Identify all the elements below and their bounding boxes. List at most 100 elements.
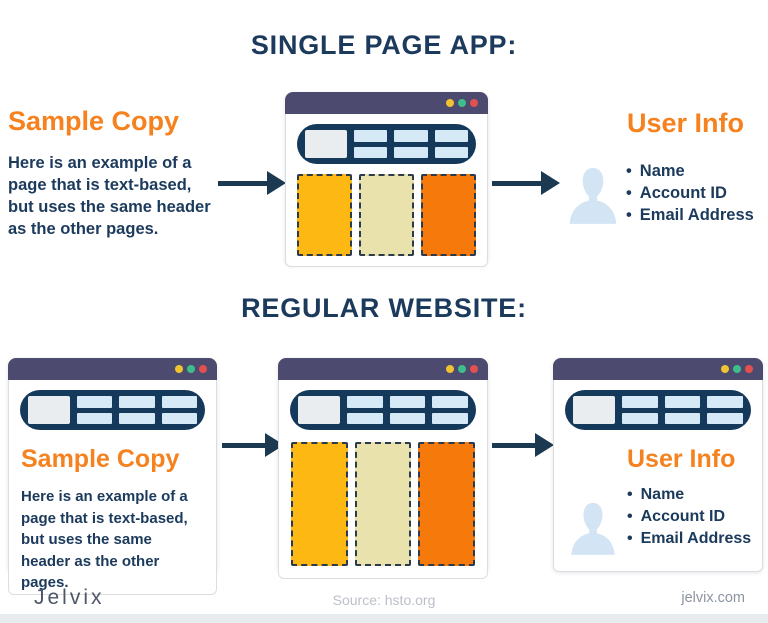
arrow-shaft — [222, 442, 265, 448]
spa-sample-copy-block: Sample Copy Here is an example of a page… — [8, 106, 220, 240]
person-icon — [571, 502, 615, 555]
regular-browser-user-info: User Info Name Account ID Email Address — [553, 358, 763, 572]
nav-logo-block — [28, 396, 70, 424]
spa-browser-window — [285, 92, 488, 267]
browser-body: User Info Name Account ID Email Address — [553, 380, 763, 572]
nav-menu-bar — [394, 130, 428, 142]
nav-menu-bar — [354, 130, 388, 142]
user-info-heading: User Info — [627, 445, 736, 473]
arrow-head — [535, 433, 554, 457]
sample-copy-body: Here is an example of a page that is tex… — [8, 154, 211, 238]
window-button-red-icon — [470, 99, 478, 107]
regular-browser-blocks — [278, 358, 488, 579]
nav-menu-bar — [77, 412, 113, 424]
window-buttons — [721, 365, 753, 373]
window-button-green-icon — [458, 365, 466, 373]
nav-menu-bar — [389, 412, 426, 424]
nav-menu-bar — [119, 396, 155, 408]
nav-menu-bar — [119, 412, 155, 424]
user-info-heading: User Info — [627, 108, 745, 138]
nav-menu-bar — [389, 396, 426, 408]
window-buttons — [446, 99, 478, 107]
user-info-item: Account ID — [627, 506, 762, 528]
nav-menu-group — [622, 396, 658, 424]
window-button-red-icon — [199, 365, 207, 373]
browser-titlebar — [278, 358, 488, 380]
nav-logo-block — [298, 396, 340, 424]
nav-menu-group — [347, 396, 383, 424]
nav-menu-group — [434, 130, 468, 158]
user-info-list: Name Account ID Email Address — [627, 484, 762, 550]
bottom-strip — [0, 614, 768, 623]
window-button-yellow-icon — [721, 365, 729, 373]
window-button-red-icon — [470, 365, 478, 373]
arrow-head — [267, 171, 286, 195]
nav-menu-bar — [432, 396, 469, 408]
window-buttons — [446, 365, 478, 373]
nav-menu — [297, 124, 476, 164]
browser-titlebar — [8, 358, 217, 380]
source-credit: Source: hsto.org — [332, 592, 436, 608]
content-block-cream — [359, 174, 414, 256]
nav-menu-bar — [354, 146, 388, 158]
arrow-shaft — [218, 180, 267, 186]
window-button-yellow-icon — [446, 365, 454, 373]
window-button-red-icon — [745, 365, 753, 373]
content-block-orange — [418, 442, 476, 566]
nav-menu-bar — [394, 146, 428, 158]
window-buttons — [175, 365, 207, 373]
nav-menu-bar — [434, 146, 468, 158]
nav-menu-group — [389, 396, 426, 424]
nav-menu-group — [119, 396, 155, 424]
nav-menu-group — [77, 396, 113, 424]
nav-menu — [565, 390, 751, 430]
nav-menu-bar — [707, 412, 744, 424]
user-info-item: Name — [627, 484, 762, 506]
nav-menu-bar — [347, 396, 383, 408]
browser-titlebar — [285, 92, 488, 114]
nav-menu-bar — [77, 396, 113, 408]
website-url: jelvix.com — [681, 590, 745, 606]
sample-copy-body: Here is an example of a page that is tex… — [21, 488, 188, 591]
content-block-yellow — [291, 442, 348, 566]
sample-copy-page-content: Sample Copy Here is an example of a page… — [9, 445, 216, 594]
nav-menu-group — [707, 396, 744, 424]
nav-menu-group — [354, 130, 388, 158]
browser-body — [278, 380, 488, 579]
content-blocks — [297, 174, 476, 256]
content-block-orange — [421, 174, 476, 256]
nav-menu-bar — [161, 412, 197, 424]
window-button-green-icon — [458, 99, 466, 107]
nav-menu-group — [664, 396, 701, 424]
regular-browser-sample-copy: Sample Copy Here is an example of a page… — [8, 358, 217, 595]
content-block-cream — [354, 442, 412, 566]
arrow-right-icon — [492, 171, 560, 195]
nav-logo-block — [305, 130, 347, 158]
nav-menu — [20, 390, 205, 430]
regular-section-title: REGULAR WEBSITE: — [241, 293, 527, 323]
arrow-head — [541, 171, 560, 195]
nav-menu-bar — [434, 130, 468, 142]
nav-menu-bar — [707, 396, 744, 408]
nav-menu-bar — [664, 396, 701, 408]
browser-body — [285, 114, 488, 267]
window-button-green-icon — [733, 365, 741, 373]
window-button-green-icon — [187, 365, 195, 373]
arrow-right-icon — [222, 433, 284, 457]
user-info-item: Email Address — [626, 204, 754, 226]
nav-menu — [290, 390, 476, 430]
person-icon — [569, 167, 617, 224]
user-info-item: Name — [626, 160, 754, 182]
window-button-yellow-icon — [175, 365, 183, 373]
nav-menu-group — [432, 396, 469, 424]
nav-menu-bar — [622, 412, 658, 424]
nav-menu-bar — [664, 412, 701, 424]
user-info-list: Name Account ID Email Address — [626, 160, 754, 226]
nav-menu-group — [394, 130, 428, 158]
browser-body: Sample Copy Here is an example of a page… — [8, 380, 217, 595]
browser-titlebar — [553, 358, 763, 380]
arrow-right-icon — [218, 171, 286, 195]
content-blocks — [291, 442, 476, 566]
nav-menu-bar — [347, 412, 383, 424]
